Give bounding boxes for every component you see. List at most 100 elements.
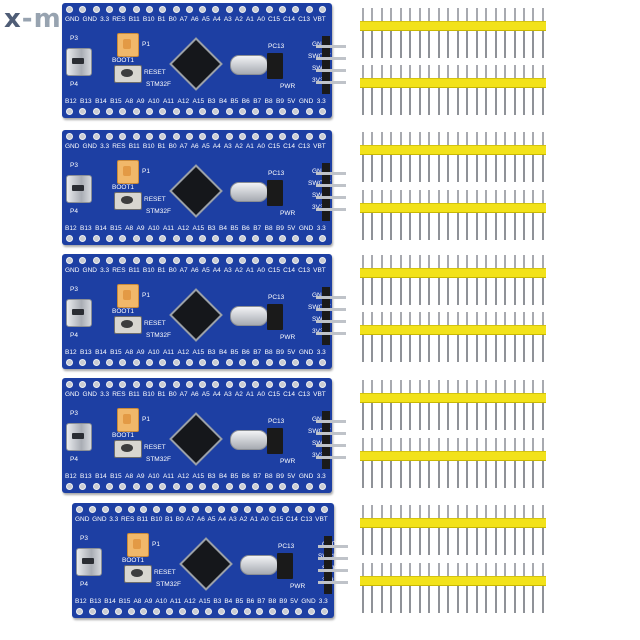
solder-pad	[66, 483, 73, 490]
mcu-chip	[181, 539, 231, 589]
pin-label: 5V	[287, 98, 296, 105]
silkscreen-label: P1	[142, 292, 150, 299]
header-pin	[380, 65, 383, 115]
silkscreen-label: SWCLK	[308, 180, 331, 187]
solder-pad	[159, 483, 167, 490]
header-pin	[494, 312, 497, 362]
solder-pad	[76, 608, 83, 615]
header-pin	[485, 312, 488, 362]
header-pin	[316, 184, 346, 187]
pin-label: A15	[192, 225, 205, 232]
solder-pad	[308, 506, 316, 513]
mcu-chip	[171, 414, 221, 464]
solder-pad	[79, 133, 87, 140]
pin-label: B0	[168, 16, 177, 23]
pin-label: B5	[230, 473, 239, 480]
solder-pad	[166, 608, 174, 615]
pad-row-bottom	[66, 358, 326, 367]
silkscreen-label: BOOT1	[112, 432, 135, 439]
pin-label: A11	[162, 98, 175, 105]
solder-pad	[269, 506, 277, 513]
solder-pad	[225, 359, 233, 366]
header-pin	[390, 438, 393, 488]
solder-pad	[192, 608, 200, 615]
pin-label: B13	[80, 473, 92, 480]
header-pin	[409, 438, 412, 488]
pin-label: A0	[260, 516, 269, 523]
solder-pad	[269, 608, 277, 615]
header-pin	[456, 312, 459, 362]
pin-label: GND	[92, 516, 107, 523]
solder-pad	[199, 108, 207, 115]
solder-pad	[79, 235, 87, 242]
silkscreen-label: P4	[70, 81, 78, 88]
strip-pins	[362, 563, 544, 613]
pin-label: B15	[110, 225, 122, 232]
solder-pad	[105, 133, 113, 140]
pin-label: C13	[300, 516, 313, 523]
pin-label: B0	[175, 516, 184, 523]
silkscreen-label: P4	[70, 208, 78, 215]
header-pin	[475, 380, 478, 430]
header-pin	[541, 190, 544, 240]
solder-pad	[292, 381, 300, 388]
silkscreen-label: P4	[70, 332, 78, 339]
pin-label: B7	[253, 473, 262, 480]
pin-label: B1	[157, 16, 166, 23]
pin-label: C13	[298, 143, 311, 150]
pin-label: B4	[218, 473, 227, 480]
header-pin	[466, 65, 469, 115]
pin-label: B5	[235, 598, 244, 605]
solder-pad	[252, 381, 260, 388]
solder-pad	[172, 235, 180, 242]
header-pin	[494, 132, 497, 182]
pin-label: A4	[212, 391, 221, 398]
crystal-oscillator	[230, 55, 268, 75]
pin-label: B3	[207, 473, 216, 480]
pin-label: A5	[201, 267, 210, 274]
solder-pad	[320, 506, 328, 513]
solder-pad	[66, 359, 73, 366]
pin-label: B9	[276, 98, 284, 105]
solder-pad	[212, 108, 220, 115]
solder-pad	[132, 483, 140, 490]
pin-label: C15	[268, 143, 280, 150]
silkscreen-label: P1	[142, 168, 150, 175]
header-pin	[316, 69, 346, 72]
header-pin	[522, 563, 525, 613]
header-pin	[399, 505, 402, 555]
solder-pad	[185, 133, 193, 140]
pin-label: B3	[207, 225, 216, 232]
solder-pad	[105, 257, 113, 264]
solder-pad	[92, 108, 100, 115]
pad-row-bottom	[66, 107, 326, 116]
header-pin	[409, 505, 412, 555]
pin-label: B3	[207, 98, 216, 105]
solder-pad	[159, 235, 167, 242]
pin-label: 3.3	[316, 225, 326, 232]
header-pin	[318, 569, 348, 572]
solder-pad	[185, 6, 193, 13]
header-pin	[418, 438, 421, 488]
header-pin	[456, 255, 459, 305]
solder-pad	[79, 483, 87, 490]
solder-pad	[305, 6, 313, 13]
pin-label: B10	[142, 267, 155, 274]
header-pin	[390, 255, 393, 305]
header-pin	[475, 65, 478, 115]
header-pin	[504, 132, 507, 182]
pin-label: B14	[95, 225, 107, 232]
header-pin	[390, 563, 393, 613]
solder-pad	[66, 381, 73, 388]
solder-pad	[153, 608, 161, 615]
pin-label: 3.3	[109, 516, 119, 523]
solder-pad	[132, 108, 140, 115]
header-pin	[409, 8, 412, 58]
header-pin	[513, 65, 516, 115]
solder-pad	[145, 359, 153, 366]
micro-usb-port	[66, 299, 92, 327]
pin-label: A10	[147, 349, 160, 356]
pin-label: 5V	[290, 598, 299, 605]
silkscreen-label: PWR	[280, 83, 296, 90]
